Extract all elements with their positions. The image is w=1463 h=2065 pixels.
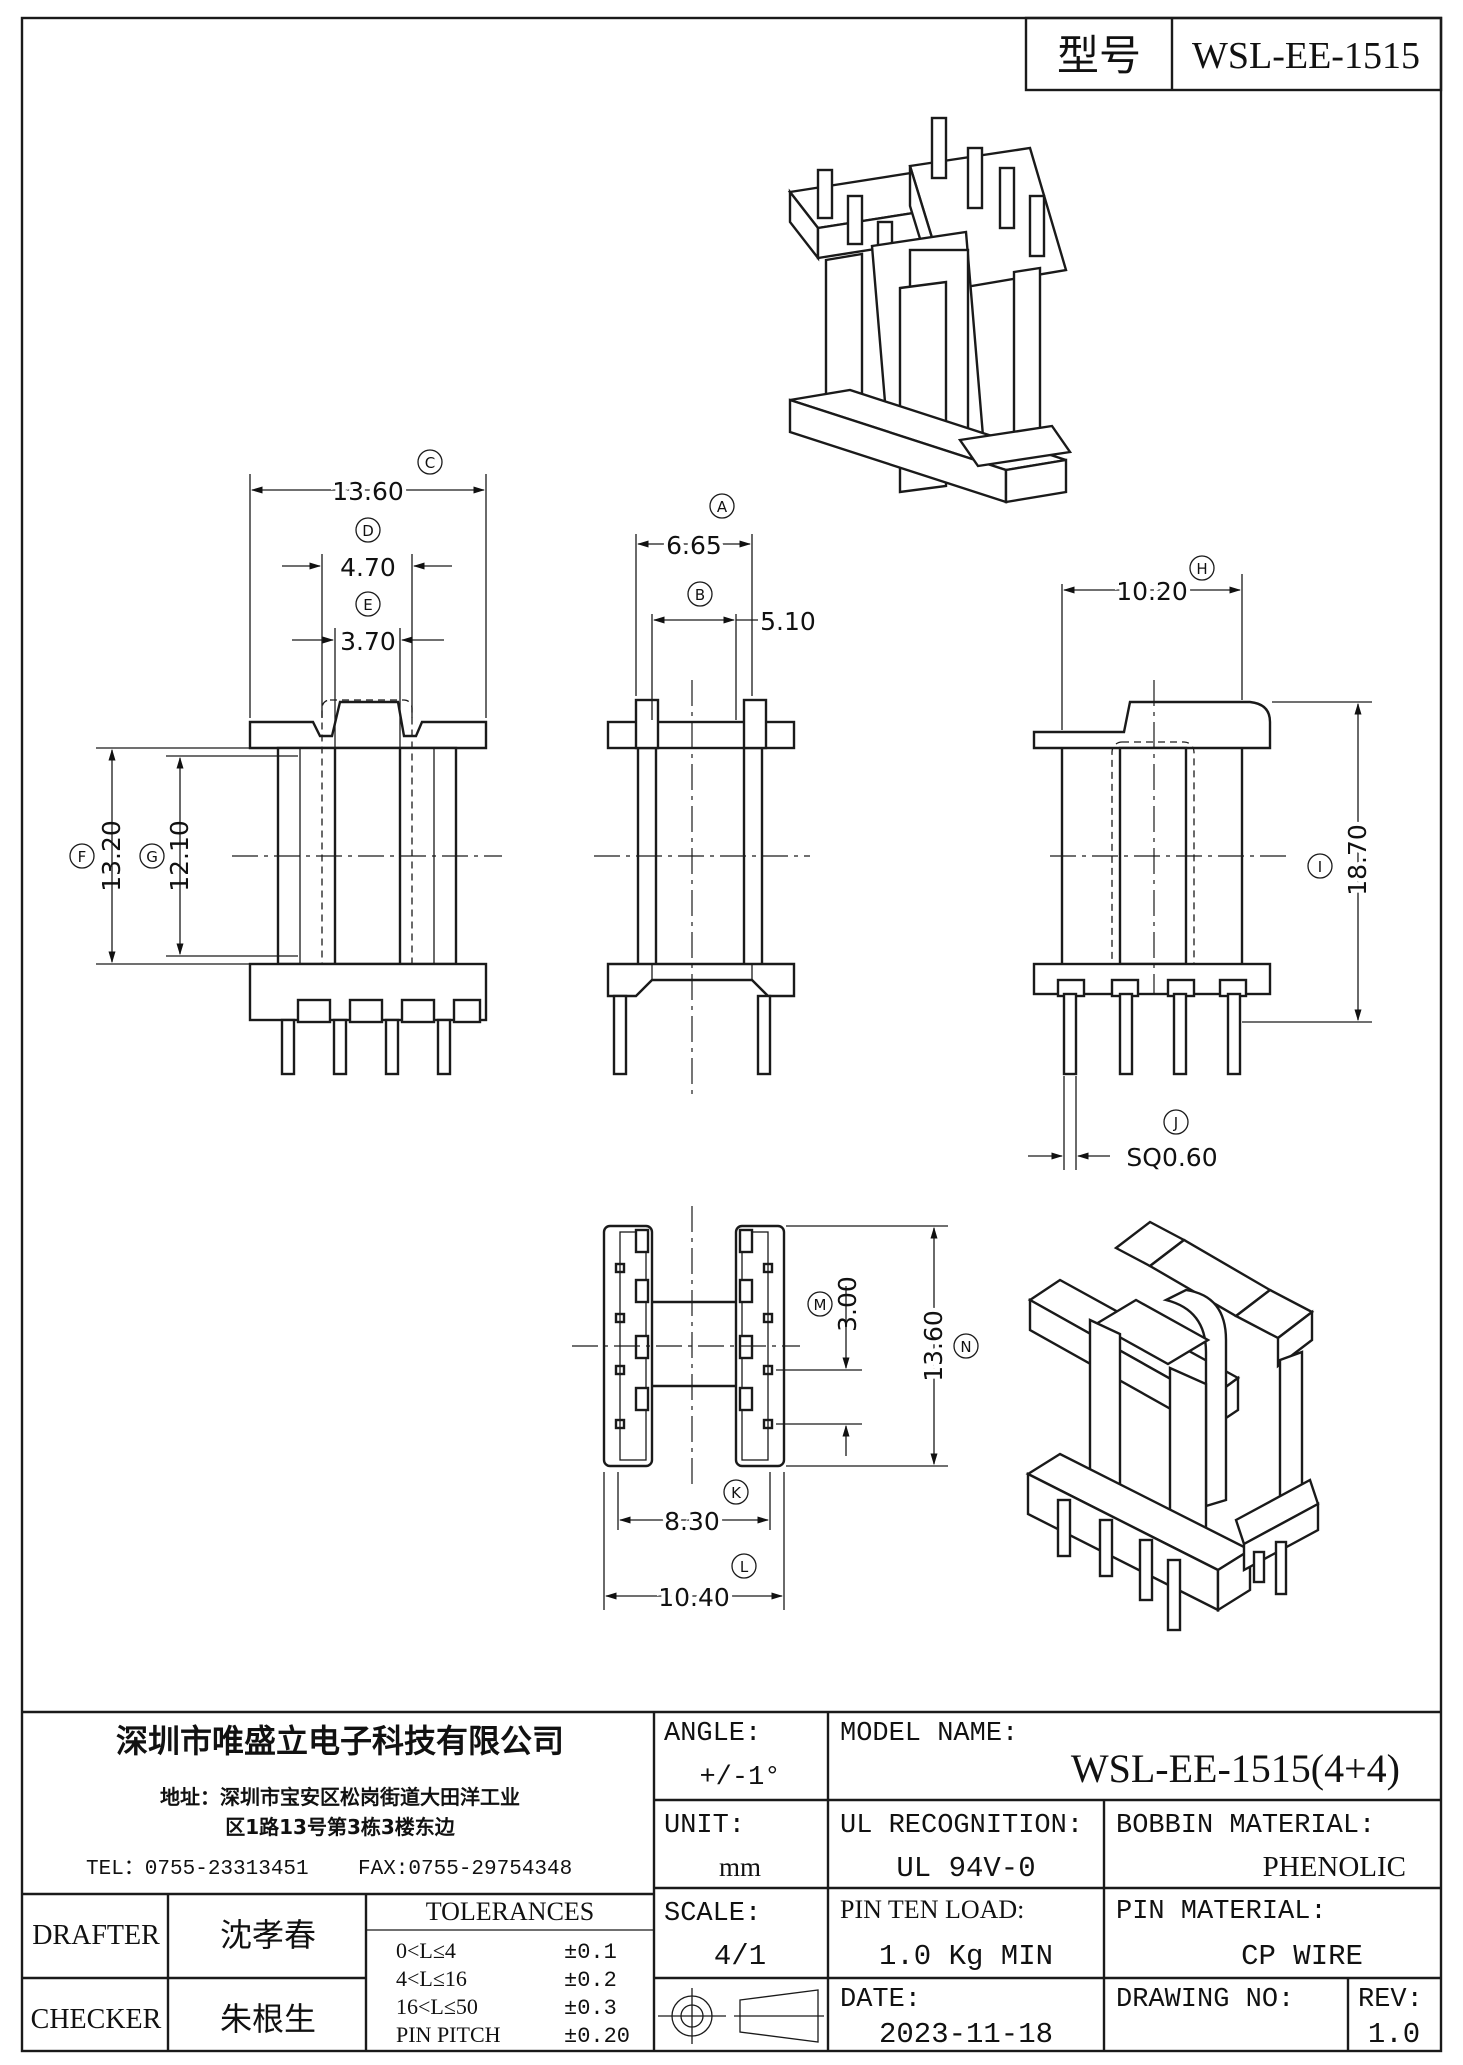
dim-a-value: 6.65 bbox=[666, 531, 722, 560]
callout-d: D bbox=[362, 522, 374, 540]
callout-b: B bbox=[695, 586, 705, 604]
callout-c: C bbox=[425, 454, 435, 472]
dim-n-value: 13.60 bbox=[919, 1310, 948, 1382]
right-view bbox=[1032, 574, 1372, 1170]
dim-e-value: 3.70 bbox=[340, 627, 396, 656]
bobbin-material-value: PHENOLIC bbox=[1263, 1851, 1406, 1883]
tolerance-value-2: ±0.2 bbox=[564, 1968, 617, 1993]
dim-b-value: 5.10 bbox=[760, 607, 816, 636]
isometric-view-bottom bbox=[1025, 1220, 1320, 1632]
date-label: DATE: bbox=[840, 1985, 921, 2015]
rev-label: REV: bbox=[1358, 1985, 1423, 2015]
side-view bbox=[594, 534, 810, 1094]
pin-material-value: CP WIRE bbox=[1241, 1940, 1363, 1973]
dim-i-value: 18.70 bbox=[1343, 824, 1372, 896]
dimension-k: 8.30 K bbox=[618, 1479, 770, 1540]
dimension-a: 6.65 A bbox=[636, 493, 752, 564]
type-label: 型号 bbox=[1057, 34, 1141, 80]
dim-c-value: 13.60 bbox=[332, 477, 404, 506]
company-address-line2: 区1路13号第3栋3楼东边 bbox=[225, 1815, 456, 1839]
dim-d-value: 4.70 bbox=[340, 553, 396, 582]
dim-l-value: 10.40 bbox=[658, 1583, 730, 1612]
dimension-h: 10.20 H bbox=[1062, 555, 1242, 610]
bobbin-material-label: BOBBIN MATERIAL: bbox=[1116, 1811, 1375, 1841]
callout-h: H bbox=[1196, 560, 1207, 578]
tolerance-value-3: ±0.3 bbox=[564, 1996, 617, 2021]
bottom-view bbox=[572, 1206, 948, 1610]
angle-value: +/-1° bbox=[699, 1763, 780, 1793]
drafter-value: 沈孝春 bbox=[220, 1917, 316, 1953]
header-model-box: 型号 WSL-EE-1515 bbox=[1024, 16, 1443, 92]
checker-value: 朱根生 bbox=[220, 2001, 316, 2037]
isometric-view-top bbox=[787, 116, 1073, 504]
pin-material-label: PIN MATERIAL: bbox=[1116, 1897, 1327, 1927]
tolerance-range-3: 16<L≤50 bbox=[396, 1994, 478, 2019]
callout-i: I bbox=[1318, 858, 1322, 876]
tolerance-value-1: ±0.1 bbox=[564, 1940, 617, 1965]
unit-value: mm bbox=[719, 1852, 761, 1882]
drawing-no-label: DRAWING NO: bbox=[1116, 1985, 1294, 2015]
tolerance-range-4: PIN PITCH bbox=[396, 2022, 501, 2047]
tolerance-range-2: 4<L≤16 bbox=[396, 1966, 467, 1991]
ul-recognition-label: UL RECOGNITION: bbox=[840, 1811, 1083, 1841]
model-name-value: WSL-EE-1515(4+4) bbox=[1071, 1746, 1400, 1791]
dimension-n: 13.60 N bbox=[915, 1226, 979, 1466]
angle-label: ANGLE: bbox=[664, 1719, 761, 1749]
company-fax: FAX:0755-29754348 bbox=[358, 1858, 572, 1881]
tolerance-value-4: ±0.20 bbox=[564, 2024, 630, 2049]
company-name: 深圳市唯盛立电子科技有限公司 bbox=[116, 1722, 564, 1760]
dim-h-value: 10.20 bbox=[1116, 577, 1188, 606]
dim-j-value: SQ0.60 bbox=[1126, 1143, 1217, 1172]
tolerance-range-1: 0<L≤4 bbox=[396, 1938, 456, 1963]
dimension-c: 13.60 C bbox=[250, 449, 486, 510]
title-block: 深圳市唯盛立电子科技有限公司 地址：深圳市宝安区松岗街道大田洋工业 区1路13号… bbox=[22, 1710, 1441, 2051]
projection-symbol-icon bbox=[658, 1988, 824, 2044]
ul-recognition-value: UL 94V-0 bbox=[896, 1852, 1035, 1885]
scale-label: SCALE: bbox=[664, 1899, 761, 1929]
callout-n: N bbox=[960, 1338, 971, 1356]
rev-value: 1.0 bbox=[1368, 2018, 1420, 2051]
checker-label: CHECKER bbox=[31, 2004, 162, 2035]
callout-l: L bbox=[740, 1558, 749, 1576]
company-address-line1: 地址：深圳市宝安区松岗街道大田洋工业 bbox=[160, 1785, 520, 1809]
dim-g-value: 12.10 bbox=[165, 820, 194, 892]
dimension-m: 3.00 M bbox=[807, 1276, 862, 1456]
callout-j: J bbox=[1173, 1114, 1178, 1132]
dimension-f: 13.20 F bbox=[69, 748, 126, 964]
sheet-border bbox=[20, 16, 1443, 2053]
callout-f: F bbox=[78, 848, 87, 866]
dim-k-value: 8.30 bbox=[664, 1507, 720, 1536]
unit-label: UNIT: bbox=[664, 1811, 745, 1841]
drafter-label: DRAFTER bbox=[32, 1920, 160, 1951]
dim-f-value: 13.20 bbox=[97, 820, 126, 892]
dimension-l: 10.40 L bbox=[604, 1553, 784, 1616]
dim-m-value: 3.00 bbox=[833, 1276, 862, 1332]
company-tel: TEL：0755-23313451 bbox=[86, 1858, 309, 1881]
pin-ten-load-value: 1.0 Kg MIN bbox=[879, 1940, 1053, 1973]
dimension-d: 4.70 D bbox=[282, 517, 452, 582]
dimension-b: 5.10 B bbox=[652, 581, 816, 636]
type-value: WSL-EE-1515 bbox=[1192, 35, 1420, 77]
callout-m: M bbox=[814, 1296, 827, 1314]
pin-ten-load-label: PIN TEN LOAD: bbox=[840, 1895, 1024, 1924]
dimension-g: 12.10 G bbox=[139, 756, 194, 956]
callout-g: G bbox=[146, 848, 158, 866]
callout-a: A bbox=[717, 498, 728, 516]
dimension-j: SQ0.60 J bbox=[1028, 1109, 1218, 1172]
callout-e: E bbox=[363, 596, 372, 614]
front-view bbox=[96, 474, 502, 1076]
scale-value: 4/1 bbox=[714, 1940, 766, 1973]
date-value: 2023-11-18 bbox=[879, 2018, 1053, 2051]
model-name-label: MODEL NAME: bbox=[840, 1719, 1018, 1749]
dimension-e: 3.70 E bbox=[292, 591, 444, 656]
tolerances-label: TOLERANCES bbox=[426, 1897, 595, 1926]
callout-k: K bbox=[731, 1484, 742, 1502]
dimension-i: 18.70 I bbox=[1307, 702, 1376, 1022]
